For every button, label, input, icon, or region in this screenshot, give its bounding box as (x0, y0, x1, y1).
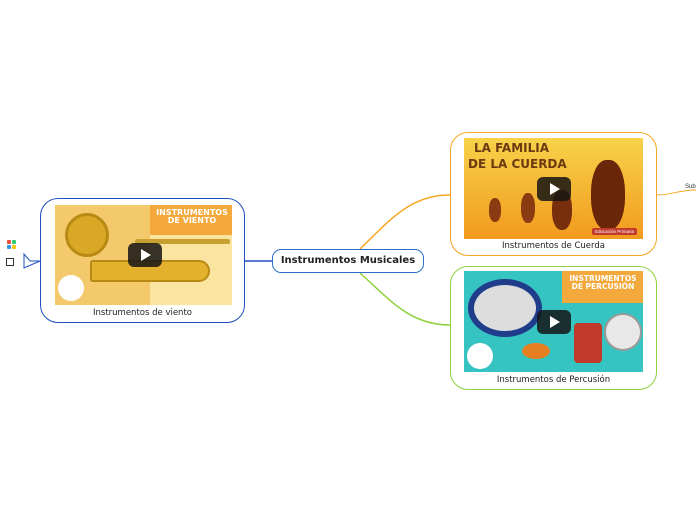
thumb-title-percusion: INSTRUMENTOS DE PERCUSIÓN (569, 274, 637, 291)
play-button[interactable] (128, 243, 162, 267)
thumb-title-banner (562, 271, 643, 303)
play-button[interactable] (537, 310, 571, 334)
video-thumbnail-viento[interactable]: INSTRUMENTOS DE VIENTO (55, 205, 232, 305)
subtopic-label-cut[interactable]: Sub (685, 184, 696, 190)
video-thumbnail-cuerda[interactable]: LA FAMILIA DE LA CUERDA Educación Primar… (464, 138, 643, 239)
thumb-title-cuerda-2: DE LA CUERDA (468, 157, 567, 171)
mascot-icon (467, 343, 493, 369)
connector-sub (656, 189, 696, 196)
connector-percusion (359, 272, 451, 326)
thumb-title-viento: INSTRUMENTOS DE VIENTO (156, 208, 228, 226)
topic-percusion[interactable]: INSTRUMENTOS DE PERCUSIÓN Instrumentos d… (450, 266, 657, 390)
thumb-title-cuerda-1: LA FAMILIA (474, 141, 550, 155)
thumb-title-banner (150, 205, 232, 235)
cymbal-shape (604, 313, 642, 351)
flute-shape (135, 239, 230, 244)
mascot-icon (58, 275, 84, 301)
play-button[interactable] (537, 177, 571, 201)
connector-cuerda (359, 194, 451, 250)
drum-shape (468, 279, 542, 337)
topic-label-cuerda: Instrumentos de Cuerda (502, 241, 605, 251)
double-bass-shape (591, 160, 625, 230)
badge-educacion: Educación Primaria (591, 228, 637, 235)
drumkit-shape (574, 323, 602, 363)
topic-viento[interactable]: INSTRUMENTOS DE VIENTO Instrumentos de v… (40, 198, 245, 323)
violin-small (489, 198, 501, 222)
topic-cuerda[interactable]: LA FAMILIA DE LA CUERDA Educación Primar… (450, 132, 657, 256)
tuba-shape (65, 213, 109, 257)
connector-left-edge (23, 252, 41, 269)
central-topic[interactable]: Instrumentos Musicales (272, 249, 424, 273)
topic-label-viento: Instrumentos de viento (93, 308, 192, 318)
topic-label-percusion: Instrumentos de Percusión (496, 375, 611, 385)
external-link-icon[interactable] (6, 258, 14, 266)
apps-icon[interactable] (7, 240, 17, 250)
violin-medium (521, 193, 535, 223)
video-thumbnail-percusion[interactable]: INSTRUMENTOS DE PERCUSIÓN (464, 271, 643, 372)
maraca-shape (522, 343, 550, 359)
